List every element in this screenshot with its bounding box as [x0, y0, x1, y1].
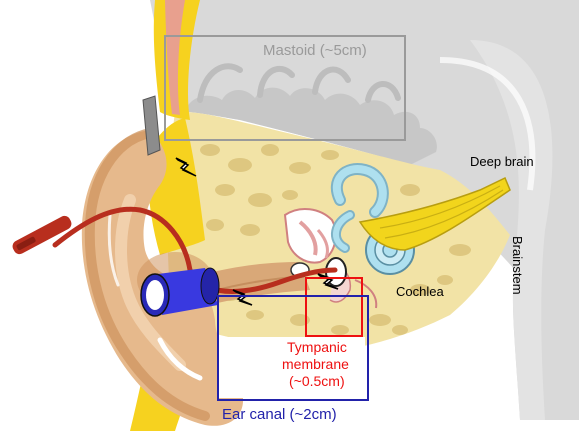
- brainstem-label: Brainstem: [510, 236, 525, 295]
- cochlea-label: Cochlea: [396, 284, 444, 299]
- tympanic-label-line3: (~0.5cm): [289, 373, 345, 389]
- deep-brain-label: Deep brain: [470, 154, 534, 169]
- tympanic-label-line2: membrane: [282, 356, 349, 372]
- tympanic-label-line1: Tympanic: [287, 339, 347, 355]
- ear-canal-label: Ear canal (~2cm): [222, 406, 337, 423]
- mastoid-label: Mastoid (~5cm): [263, 42, 367, 59]
